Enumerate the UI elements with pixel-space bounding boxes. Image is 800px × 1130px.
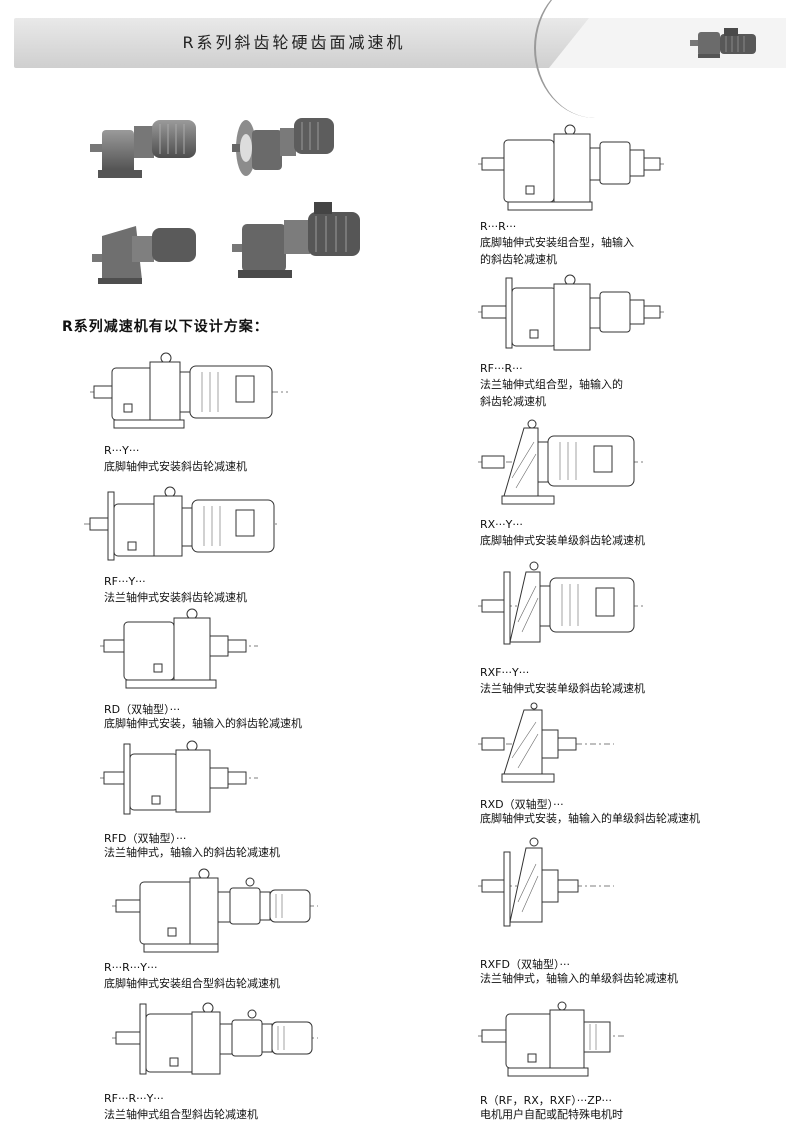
variant-description: 底脚轴伸式安装单级斜齿轮减速机 (480, 534, 645, 547)
variant-code: RF···Y··· (104, 575, 146, 588)
variant-code: RF···R···Y··· (104, 1092, 164, 1105)
header-reducer-image (690, 28, 756, 58)
variant-description: 法兰轴伸式组合型，轴输入的 斜齿轮减速机 (480, 376, 623, 410)
drawing-rxd (478, 702, 614, 783)
variant-code: RD（双轴型）··· (104, 703, 181, 716)
drawing-rd (100, 608, 258, 689)
header-arc-decoration (534, 0, 656, 118)
product-photo-large-motor (232, 202, 360, 278)
variant-code: R（RF，RX，RXF）···ZP··· (480, 1094, 612, 1107)
variant-description: 法兰轴伸式安装单级斜齿轮减速机 (480, 682, 645, 695)
variant-description: 底脚轴伸式安装斜齿轮减速机 (104, 460, 247, 473)
variant-description: 法兰轴伸式组合型斜齿轮减速机 (104, 1108, 258, 1121)
product-photo-foot-mounted (90, 120, 196, 178)
drawing-rfd (100, 740, 258, 815)
variant-description-line: 底脚轴伸式安装组合型，轴输入 (480, 236, 634, 249)
drawing-rxfd (478, 837, 614, 927)
variant-description: 电机用户自配或配特殊电机时 (480, 1108, 623, 1121)
variant-description-line: 法兰轴伸式组合型，轴输入的 (480, 378, 623, 391)
product-photo-combined (92, 226, 196, 284)
variant-code: R···R···Y··· (104, 961, 158, 974)
variant-code: RXF···Y··· (480, 666, 530, 679)
design-options-heading: R系列减速机有以下设计方案： (62, 319, 269, 335)
drawing-r-y (90, 352, 288, 429)
variant-code: R···R··· (480, 220, 517, 233)
drawing-rxf-y (478, 561, 644, 645)
variant-description: 底脚轴伸式安装，轴输入的单级斜齿轮减速机 (480, 812, 700, 825)
variant-code: RXD（双轴型）··· (480, 798, 564, 811)
variant-description: 底脚轴伸式安装组合型斜齿轮减速机 (104, 977, 280, 990)
page-title: R系列斜齿轮硬齿面减速机 (182, 33, 406, 52)
variant-code: RXFD（双轴型）··· (480, 958, 570, 971)
variant-description-line: 的斜齿轮减速机 (480, 253, 557, 266)
variant-description: 底脚轴伸式安装组合型，轴输入 的斜齿轮减速机 (480, 234, 634, 268)
product-photo-flange-mounted (232, 118, 334, 176)
drawing-rf-r-y (112, 1002, 318, 1075)
drawing-r-r-y (112, 868, 318, 953)
variant-code: RF···R··· (480, 362, 523, 375)
variant-description: 法兰轴伸式，轴输入的单级斜齿轮减速机 (480, 972, 678, 985)
variant-code: R···Y··· (104, 444, 140, 457)
drawing-r-r (478, 124, 664, 211)
drawing-rf-y (84, 486, 280, 561)
drawing-rx-y (478, 419, 644, 505)
variant-description: 法兰轴伸式，轴输入的斜齿轮减速机 (104, 846, 280, 859)
variant-description-line: 斜齿轮减速机 (480, 395, 546, 408)
variant-code: RFD（双轴型）··· (104, 832, 187, 845)
drawing-rf-r (478, 274, 664, 351)
variant-description: 底脚轴伸式安装，轴输入的斜齿轮减速机 (104, 717, 302, 730)
variant-code: RX···Y··· (480, 518, 523, 531)
drawing-r-zp (478, 1001, 624, 1077)
header-banner: R系列斜齿轮硬齿面减速机 (14, 0, 786, 118)
variant-description: 法兰轴伸式安装斜齿轮减速机 (104, 591, 247, 604)
